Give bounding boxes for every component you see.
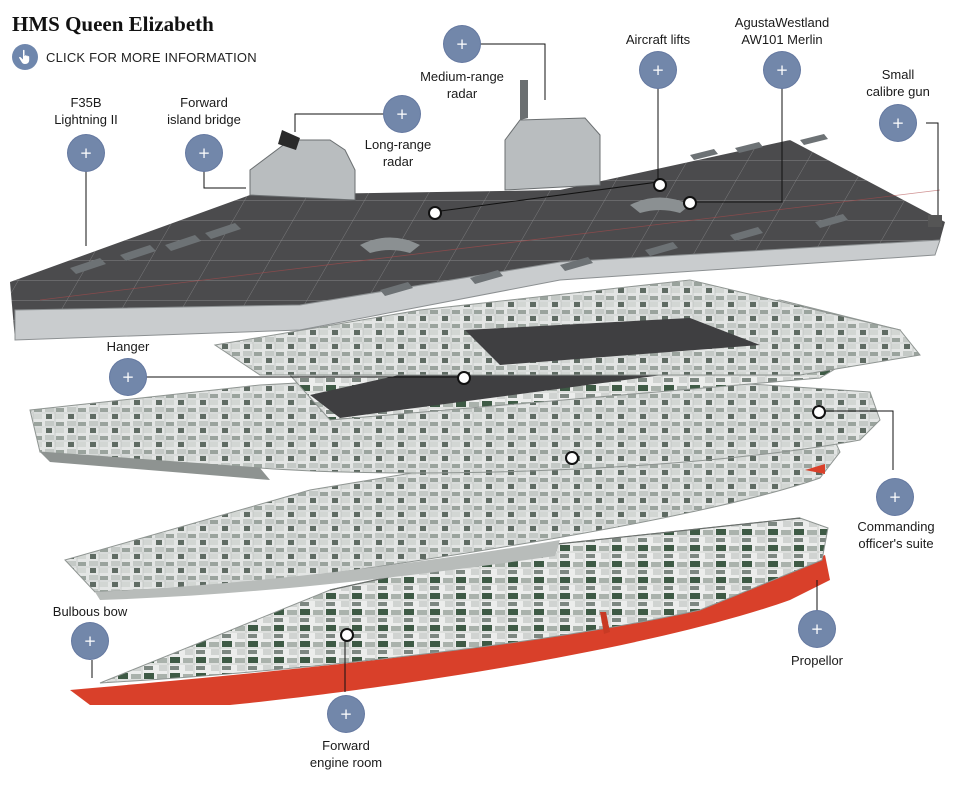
anchor-dot-midships (565, 451, 579, 465)
hotspot-hanger[interactable]: + (110, 359, 146, 395)
hotspot-bulbous-bow[interactable]: + (72, 623, 108, 659)
anchor-dot-merlin (683, 196, 697, 210)
hotspot-long-range-radar[interactable]: + (384, 96, 420, 132)
label-aircraft-lifts: Aircraft lifts (625, 32, 691, 47)
anchor-dot-hanger (457, 371, 471, 385)
hotspot-aircraft-lifts[interactable]: + (640, 52, 676, 88)
label-bulbous-bow: Bulbous bow (52, 604, 128, 619)
page-title: HMS Queen Elizabeth (12, 12, 214, 36)
flight-deck-layer (10, 80, 945, 341)
leader-lines (85, 43, 939, 692)
anchor-dot-radar (428, 206, 442, 220)
label-propellor: Propellor (790, 653, 844, 668)
hotspot-forward-bridge[interactable]: + (186, 135, 222, 171)
anchor-dot-engine-room (340, 628, 354, 642)
hotspot-f35b[interactable]: + (68, 135, 104, 171)
label-hanger: Hanger (106, 339, 150, 354)
anchor-dot-officer-suite (812, 405, 826, 419)
hotspot-propellor[interactable]: + (799, 611, 835, 647)
anchor-dot-lift (653, 178, 667, 192)
hotspot-merlin[interactable]: + (764, 52, 800, 88)
hotspot-small-gun[interactable]: + (880, 105, 916, 141)
hotspot-commanding-officer[interactable]: + (877, 479, 913, 515)
more-info-label: CLICK FOR MORE INFORMATION (46, 49, 257, 65)
upper-deck-layer (213, 279, 921, 376)
hand-pointer-icon (12, 44, 38, 70)
more-info-button[interactable]: CLICK FOR MORE INFORMATION (12, 44, 257, 70)
lower-hull-layer (70, 517, 830, 705)
hotspot-medium-range-radar[interactable]: + (444, 26, 480, 62)
hotspot-engine-room[interactable]: + (328, 696, 364, 732)
mid-hull-layer (64, 429, 841, 600)
